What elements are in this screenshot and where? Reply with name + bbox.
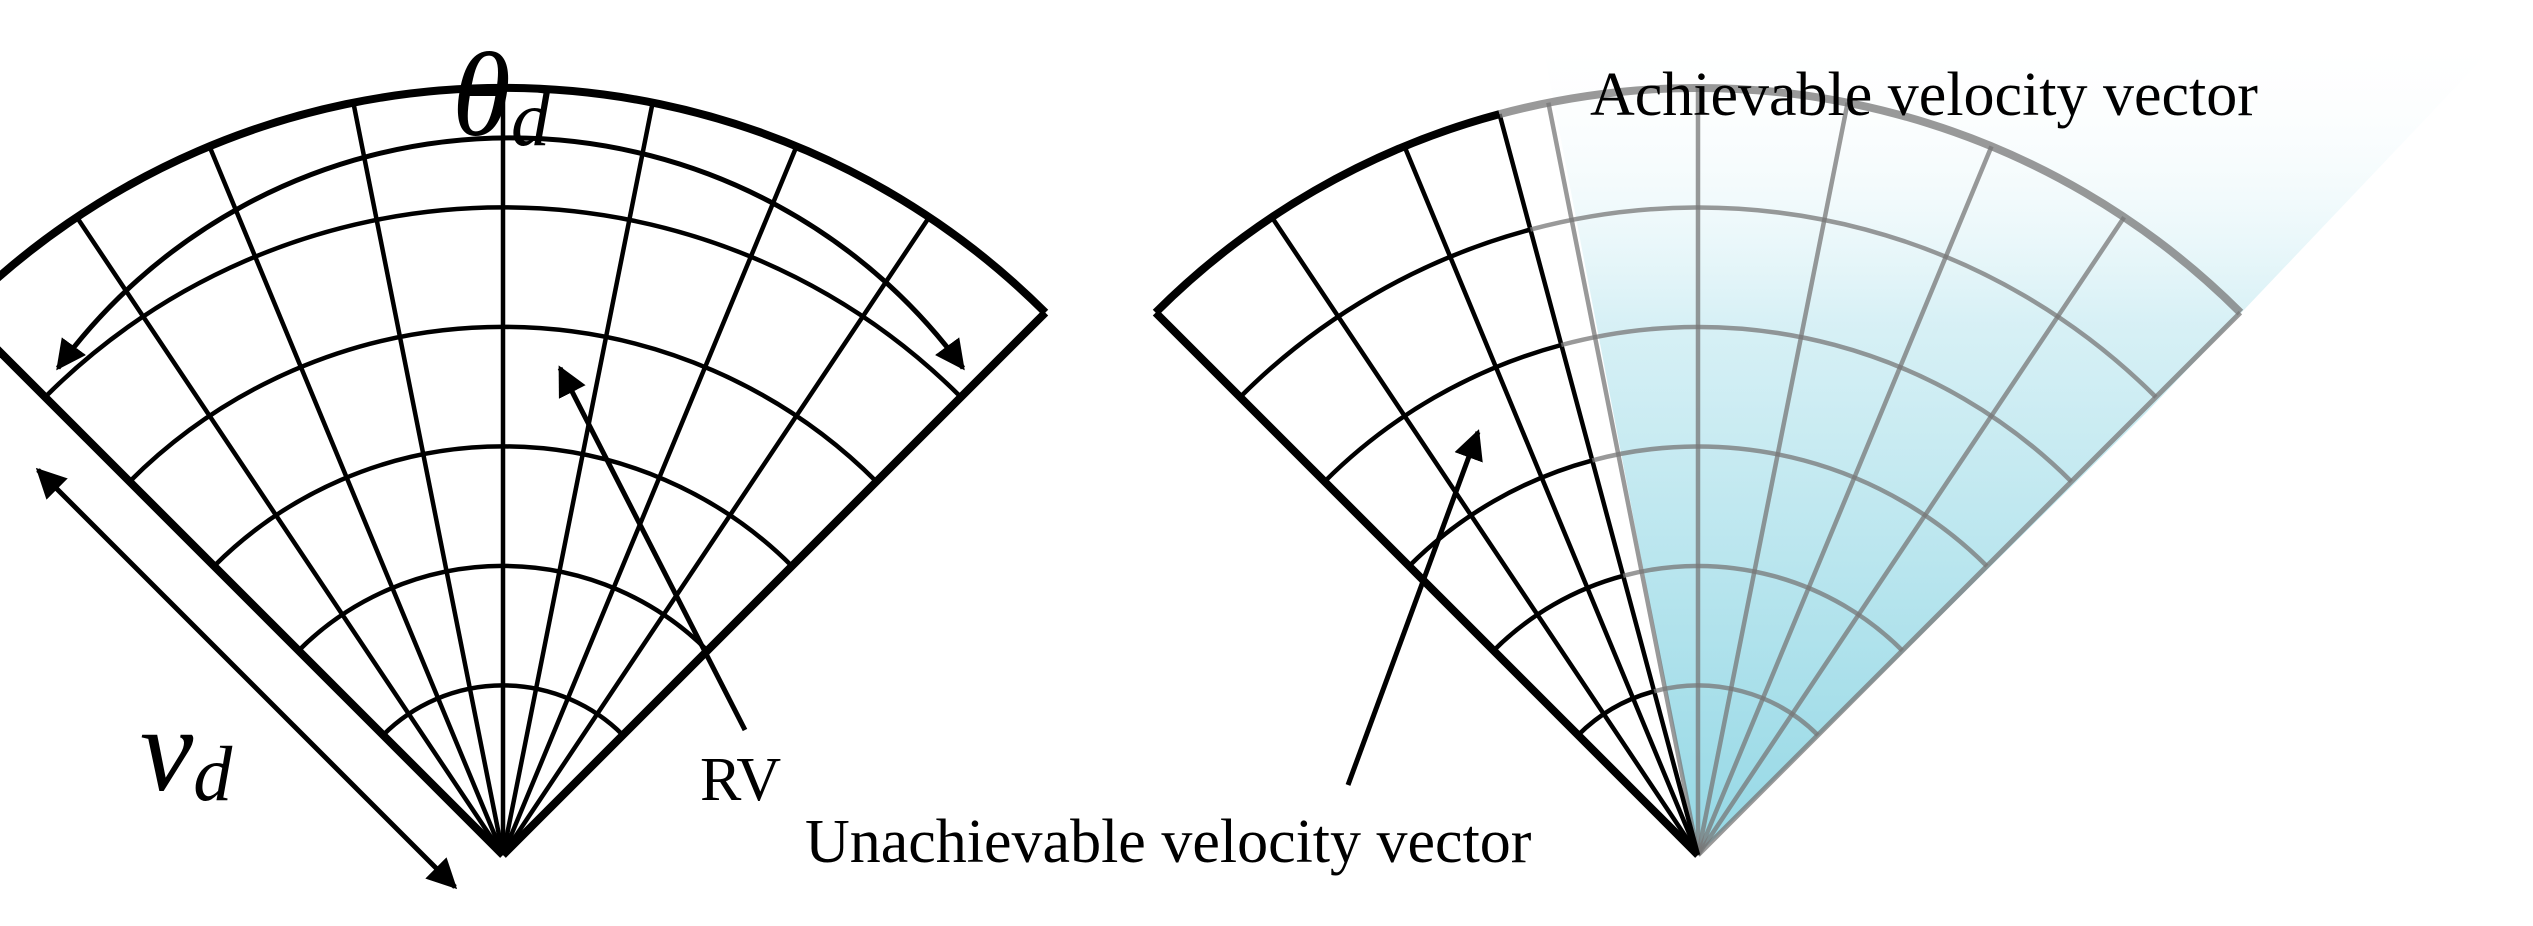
grid-spoke xyxy=(1402,145,1701,856)
grid-ring-achievable xyxy=(1529,205,2158,399)
grid-ring xyxy=(1238,227,1531,399)
grid-ring xyxy=(1492,573,1624,653)
grid-ring xyxy=(128,324,878,484)
grid-ring xyxy=(1152,110,1501,316)
grid-ring xyxy=(43,205,963,399)
grid-spoke xyxy=(500,102,655,856)
unachievable-label: Unachievable velocity vector xyxy=(805,808,1532,876)
rv-label: RV xyxy=(700,746,781,814)
grid-spoke xyxy=(1695,102,1850,856)
achievable-label: Achievable velocity vector xyxy=(1590,61,2258,129)
grid-ring-achievable xyxy=(1591,444,1989,568)
grid-spoke xyxy=(0,346,506,858)
grid-spoke xyxy=(500,145,799,856)
grid-spoke xyxy=(1270,216,1700,857)
grid-ring-achievable xyxy=(1498,83,2244,316)
grid-ring-achievable xyxy=(1622,563,1904,653)
angle-label: θd xyxy=(452,28,551,162)
rv-pointer-arrow xyxy=(557,365,748,732)
grid-ring xyxy=(1407,458,1593,568)
speed-label: vd xyxy=(140,683,233,817)
grid-spoke xyxy=(1696,216,2126,857)
grid-spoke xyxy=(501,216,931,857)
grid-spoke xyxy=(207,145,506,856)
grid-ring-achievable xyxy=(1560,324,2073,484)
grid-ring-achievable xyxy=(1653,683,1820,737)
unachievable-pointer-arrow xyxy=(1345,429,1483,786)
speed-range-arrow xyxy=(35,467,458,890)
grid-ring xyxy=(0,83,1049,316)
grid-ring xyxy=(1576,689,1655,737)
grid-spoke xyxy=(1546,102,1701,856)
grid-spoke xyxy=(500,309,1049,858)
velocity-grid-constrained xyxy=(1152,83,2244,858)
grid-ring xyxy=(1323,342,1562,484)
region-boundary xyxy=(1497,113,1701,856)
grid-spoke xyxy=(1695,145,1994,856)
angle-arc-arrow xyxy=(55,135,966,371)
constrained-window-fan xyxy=(1152,83,2244,858)
grid-spoke xyxy=(1152,309,1701,858)
grid-spoke xyxy=(1696,310,2243,857)
